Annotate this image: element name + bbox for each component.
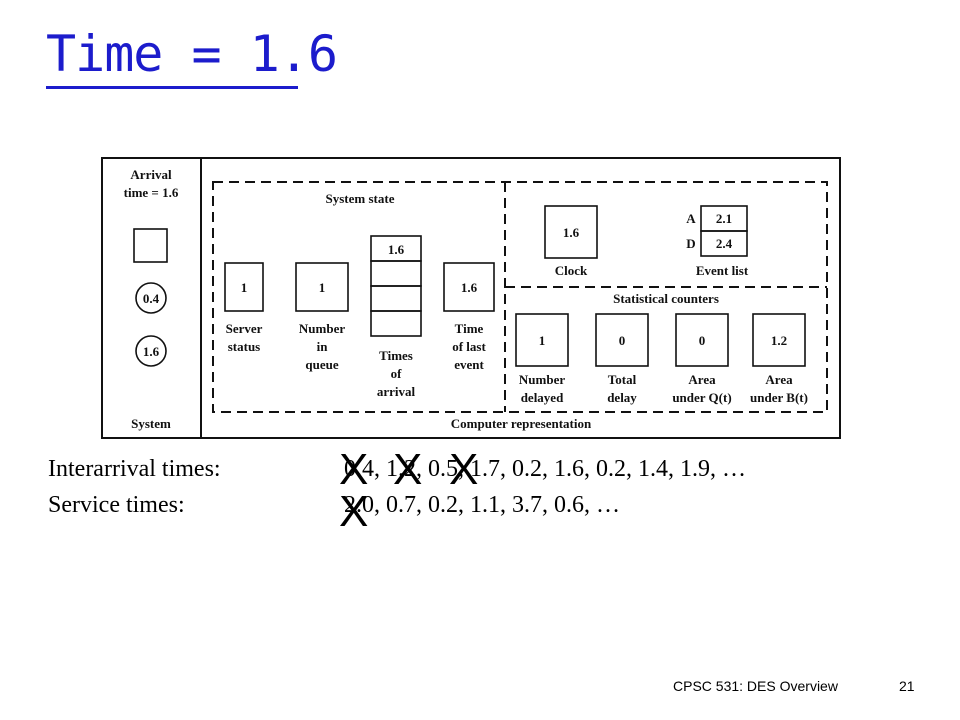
- event-list-key-a: A: [686, 211, 696, 226]
- time-of-last-event-label-1: Time: [455, 321, 484, 336]
- total-delay-value: 0: [619, 333, 626, 348]
- number-delayed-label-2: delayed: [521, 390, 564, 405]
- times-of-arrival-label-3: arrival: [377, 384, 416, 399]
- cross-out-mark-interarrival-3: X: [449, 445, 479, 494]
- area-under-q-label-2: under Q(t): [672, 390, 731, 405]
- service-values: 2.0, 0.7, 0.2, 1.1, 3.7, 0.6, …: [344, 492, 620, 518]
- cross-out-mark-interarrival-1: X: [339, 445, 369, 494]
- area-under-b-value: 1.2: [771, 333, 787, 348]
- server-square: [133, 228, 168, 263]
- number-in-queue-box: [295, 262, 349, 312]
- arrival-cell-4: [370, 310, 422, 337]
- service-label: Service times:: [48, 492, 185, 518]
- total-delay-box: [595, 313, 649, 367]
- number-in-queue-label-1: Number: [299, 321, 345, 336]
- time-of-last-event-label-3: event: [454, 357, 484, 372]
- area-under-q-label-1: Area: [688, 372, 716, 387]
- event-list-cell-d: [700, 230, 748, 257]
- page-number: 21: [899, 678, 915, 694]
- computer-representation-frame: [212, 181, 828, 413]
- diagram-outer-frame: [101, 157, 841, 439]
- number-delayed-box: [515, 313, 569, 367]
- arrival-cell-1-value: 1.6: [388, 242, 405, 257]
- number-in-queue-label-2: in: [317, 339, 329, 354]
- cross-out-mark-interarrival-2: X: [393, 445, 423, 494]
- simulation-diagram: Arrival time = 1.6 0.4 1.6 System Comput…: [101, 157, 841, 439]
- customer-circle-2: [135, 335, 167, 367]
- times-of-arrival-label-1: Times: [379, 348, 413, 363]
- area-under-b-label-2: under B(t): [750, 390, 808, 405]
- time-of-last-event-box: [443, 262, 495, 312]
- clock-value: 1.6: [563, 225, 580, 240]
- server-status-label-1: Server: [226, 321, 263, 336]
- customer-circle-2-label: 1.6: [143, 344, 160, 359]
- time-of-last-event-value: 1.6: [461, 280, 478, 295]
- clock-box: [544, 205, 598, 259]
- arrival-label-line2: time = 1.6: [124, 185, 179, 200]
- area-under-b-box: [752, 313, 806, 367]
- simulation-diagram-svg: Arrival time = 1.6 0.4 1.6 System Comput…: [101, 157, 841, 439]
- arrival-cell-2: [370, 260, 422, 287]
- time-of-last-event-label-2: of last: [452, 339, 486, 354]
- area-under-q-value: 0: [699, 333, 706, 348]
- title-underline: [46, 86, 298, 89]
- times-of-arrival-label-2: of: [391, 366, 403, 381]
- arrival-cell-3: [370, 285, 422, 312]
- number-in-queue-label-3: queue: [305, 357, 338, 372]
- server-status-label-2: status: [228, 339, 261, 354]
- interarrival-values: 0.4, 1.2, 0.5, 1.7, 0.2, 1.6, 0.2, 1.4, …: [344, 456, 746, 482]
- total-delay-label-1: Total: [608, 372, 637, 387]
- interarrival-label: Interarrival times:: [48, 456, 221, 482]
- arrival-label-line1: Arrival: [130, 167, 172, 182]
- clock-label: Clock: [555, 263, 588, 278]
- customer-circle-1: [135, 282, 167, 314]
- server-status-value: 1: [241, 280, 248, 295]
- area-under-b-label-1: Area: [765, 372, 793, 387]
- number-in-queue-value: 1: [319, 280, 326, 295]
- cross-out-mark-service-1: X: [339, 487, 369, 536]
- area-under-q-box: [675, 313, 729, 367]
- slide-title: Time = 1.6: [46, 25, 338, 83]
- event-list-value-d: 2.4: [716, 236, 733, 251]
- event-list-label: Event list: [696, 263, 749, 278]
- total-delay-label-2: delay: [607, 390, 637, 405]
- server-status-box: [224, 262, 264, 312]
- event-list-key-d: D: [686, 236, 695, 251]
- system-label: System: [131, 416, 171, 431]
- system-state-heading: System state: [326, 191, 395, 206]
- statistical-counters-heading: Statistical counters: [613, 291, 719, 306]
- computer-representation-label: Computer representation: [451, 416, 592, 431]
- customer-circle-1-label: 0.4: [143, 291, 160, 306]
- event-list-value-a: 2.1: [716, 211, 732, 226]
- number-delayed-value: 1: [539, 333, 546, 348]
- number-delayed-label-1: Number: [519, 372, 565, 387]
- footer-course: CPSC 531: DES Overview: [673, 678, 838, 694]
